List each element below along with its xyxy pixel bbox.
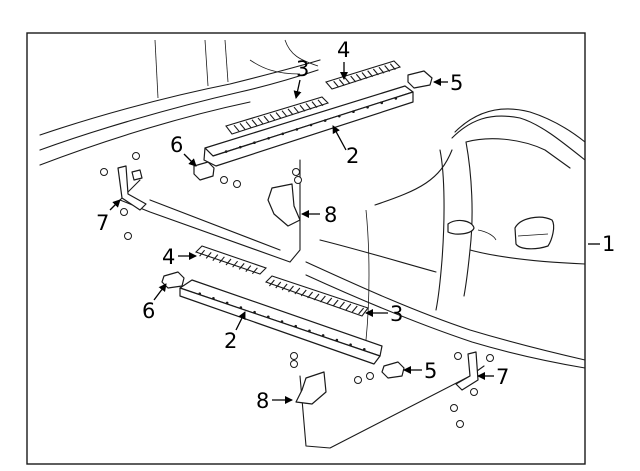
callout-8-upper: 8 xyxy=(324,203,337,227)
callout-2-lower: 2 xyxy=(224,329,237,353)
running-board-upper xyxy=(203,85,414,167)
callout-7-right: 7 xyxy=(496,365,509,389)
bracket-left xyxy=(117,165,147,211)
callout-8-lower: 8 xyxy=(256,389,269,413)
callout-2-upper: 2 xyxy=(346,144,359,168)
callout-4-upper: 4 xyxy=(337,38,350,62)
callout-leaders xyxy=(109,62,600,404)
callout-6-lower: 6 xyxy=(142,299,155,323)
end-cap-front-lower xyxy=(161,271,185,289)
callout-1: 1 xyxy=(602,232,615,256)
end-pad-lower xyxy=(194,245,268,275)
end-pad-lower-grooves xyxy=(199,249,258,275)
callout-7-left: 7 xyxy=(96,211,109,235)
callout-5-lower: 5 xyxy=(424,359,437,383)
callout-3-lower: 3 xyxy=(390,302,403,326)
step-pad-upper xyxy=(225,96,330,135)
end-pad-upper xyxy=(325,60,402,90)
end-pad-upper-grooves xyxy=(333,63,396,88)
callout-3-upper: 3 xyxy=(296,57,309,81)
mud-guard-upper xyxy=(267,183,301,227)
callout-4-lower: 4 xyxy=(162,245,175,269)
fasteners-upper xyxy=(100,152,302,240)
running-board-lower-holes xyxy=(198,292,366,351)
fasteners-lower xyxy=(290,352,494,428)
end-cap-front-upper xyxy=(193,161,215,181)
clip-left xyxy=(131,169,143,181)
running-board-lower xyxy=(179,279,383,365)
bracket-right xyxy=(455,351,479,391)
running-board-upper-holes xyxy=(224,97,398,153)
callout-6-upper: 6 xyxy=(170,133,183,157)
vehicle-body-outline xyxy=(39,39,586,449)
step-pad-lower-grooves xyxy=(268,279,365,315)
mud-guard-lower xyxy=(295,371,327,405)
end-cap-lower xyxy=(381,361,405,379)
callout-5-upper: 5 xyxy=(450,71,463,95)
end-cap-upper xyxy=(407,70,433,89)
step-pad-upper-grooves xyxy=(233,99,324,132)
